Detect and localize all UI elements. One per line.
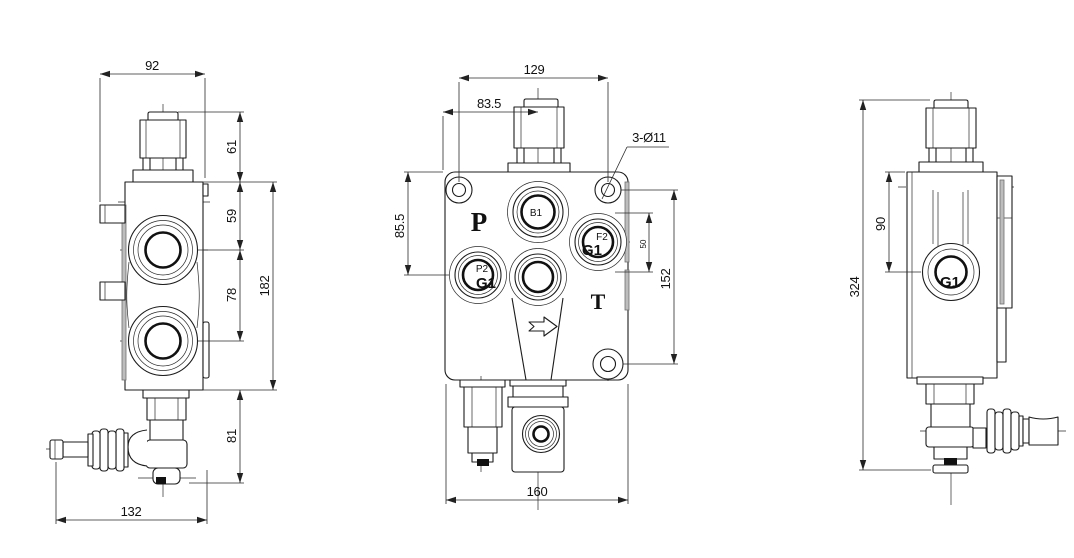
port-label-f2: F2	[596, 232, 608, 243]
valve-body	[906, 171, 1013, 379]
bottom-stem	[142, 389, 190, 485]
port-circles	[454, 186, 622, 301]
dimensions-front-view: 129 83.5 85.5 152 50 160	[392, 62, 678, 504]
dim-body-height: 182	[257, 276, 272, 297]
port-label-p2: P2	[476, 264, 489, 275]
port-label-b1: B1	[530, 208, 543, 219]
bolt-hole-callout: 3-Ø11	[601, 130, 669, 200]
dim-port1-offset: 59	[224, 209, 239, 223]
top-cap	[507, 98, 571, 173]
dim-bolt-spacing-h: 129	[524, 62, 545, 77]
side-port-circles	[127, 214, 199, 377]
dim-bottom-width-front: 160	[527, 484, 548, 499]
dim-port-spacing: 78	[224, 288, 239, 302]
side-port-circle: G1	[921, 242, 981, 302]
valve-body	[444, 171, 630, 381]
port-label-t: T	[591, 289, 606, 314]
bottom-stem	[916, 376, 984, 474]
dimensions-left-view: 92 61 59 78 182 81 132	[55, 58, 277, 524]
dim-bottom-stem: 81	[224, 429, 239, 443]
thread-label-g1: G1	[940, 274, 960, 291]
dim-center-offset: 83.5	[477, 96, 501, 111]
dim-bottom-width: 132	[121, 504, 142, 519]
flow-arrow-icon	[528, 316, 558, 337]
dim-total-height: 324	[847, 277, 862, 298]
view-front: P T B1 F2 G1 P2 G1 3-Ø11 129 83.5 85.5	[392, 62, 678, 510]
thread-label-right: G1	[582, 242, 602, 259]
top-cap	[918, 99, 984, 173]
control-lever	[49, 428, 148, 472]
port-labels: P T B1 F2 G1 P2 G1	[471, 207, 609, 314]
bottom-fitting	[507, 379, 569, 473]
dim-bolt-spacing-v: 152	[658, 269, 673, 290]
port-label-p: P	[471, 207, 488, 237]
dim-left-height: 85.5	[392, 214, 407, 238]
valve-body	[99, 181, 210, 391]
dim-top-width: 92	[145, 58, 159, 73]
dim-port-offset: 50	[639, 239, 648, 248]
dim-port-offset-right: 90	[873, 217, 888, 231]
dimensions-right-view: 90 324	[847, 99, 931, 471]
callout-bolt-holes: 3-Ø11	[632, 130, 666, 145]
relief-valve	[459, 376, 506, 472]
dim-cap-height: 61	[224, 140, 239, 154]
control-lever	[972, 408, 1059, 454]
thread-label-left: G1	[476, 275, 496, 292]
top-cap	[132, 111, 194, 183]
view-side-left: 92 61 59 78 182 81 132	[46, 58, 277, 524]
view-side-right: G1 90	[847, 92, 1066, 505]
